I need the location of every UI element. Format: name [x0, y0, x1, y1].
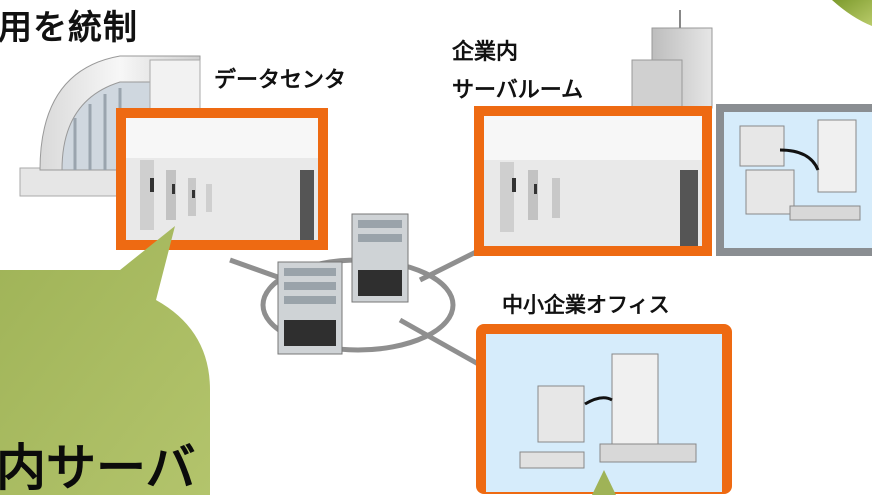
callout-pointer-small	[592, 470, 616, 495]
datacenter-photo-frame	[116, 108, 328, 250]
smb-office-label: 中小企業オフィス	[502, 293, 670, 317]
corporate-label-line2: サーバルーム	[452, 78, 584, 103]
smb-office-frame	[476, 324, 732, 494]
branch-office-frame	[716, 104, 872, 256]
corporate-tower-building	[631, 10, 713, 121]
decorative-leaf-corner	[832, 0, 872, 26]
datacenter-label: データセンタ	[214, 68, 347, 93]
corporate-photo-frame	[474, 106, 712, 256]
server-rack-front	[277, 261, 343, 355]
callout-text: 内サーバ	[0, 439, 196, 497]
server-rack-back	[351, 213, 409, 303]
page-heading: 用を統制	[0, 8, 138, 48]
corporate-label-line1: 企業内	[452, 40, 519, 65]
callout-bubble	[0, 226, 210, 495]
